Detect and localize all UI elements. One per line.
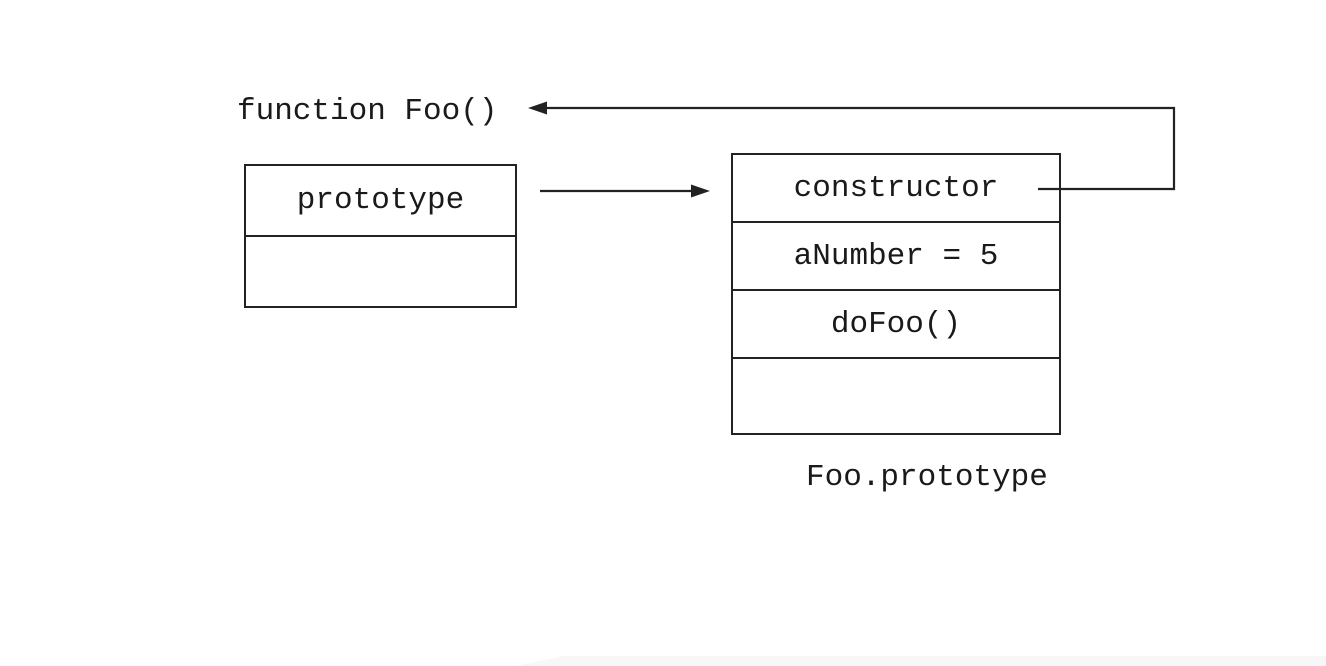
function-foo-label: function Foo() — [237, 94, 498, 129]
bottom-edge-shade — [516, 656, 1326, 666]
arrowhead-right-icon — [691, 184, 710, 198]
foo-prototype-caption: Foo.prototype — [806, 460, 1048, 495]
anumber-property-cell: aNumber = 5 — [733, 223, 1059, 291]
prototype-pointer-arrow — [540, 184, 710, 198]
foo-prototype-empty-cell — [733, 359, 1059, 433]
prototype-property-cell: prototype — [246, 166, 515, 237]
function-foo-empty-cell — [246, 237, 515, 306]
prototype-property-label: prototype — [296, 183, 465, 218]
anumber-property-label: aNumber = 5 — [793, 238, 999, 274]
constructor-property-cell: constructor — [733, 155, 1059, 223]
dofoo-method-cell: doFoo() — [733, 291, 1059, 359]
arrowhead-left-icon — [528, 101, 547, 115]
dofoo-method-label: doFoo() — [830, 306, 962, 342]
constructor-property-label: constructor — [793, 170, 999, 206]
function-foo-box: prototype — [244, 164, 517, 308]
foo-prototype-box: constructor aNumber = 5 doFoo() — [731, 153, 1061, 435]
